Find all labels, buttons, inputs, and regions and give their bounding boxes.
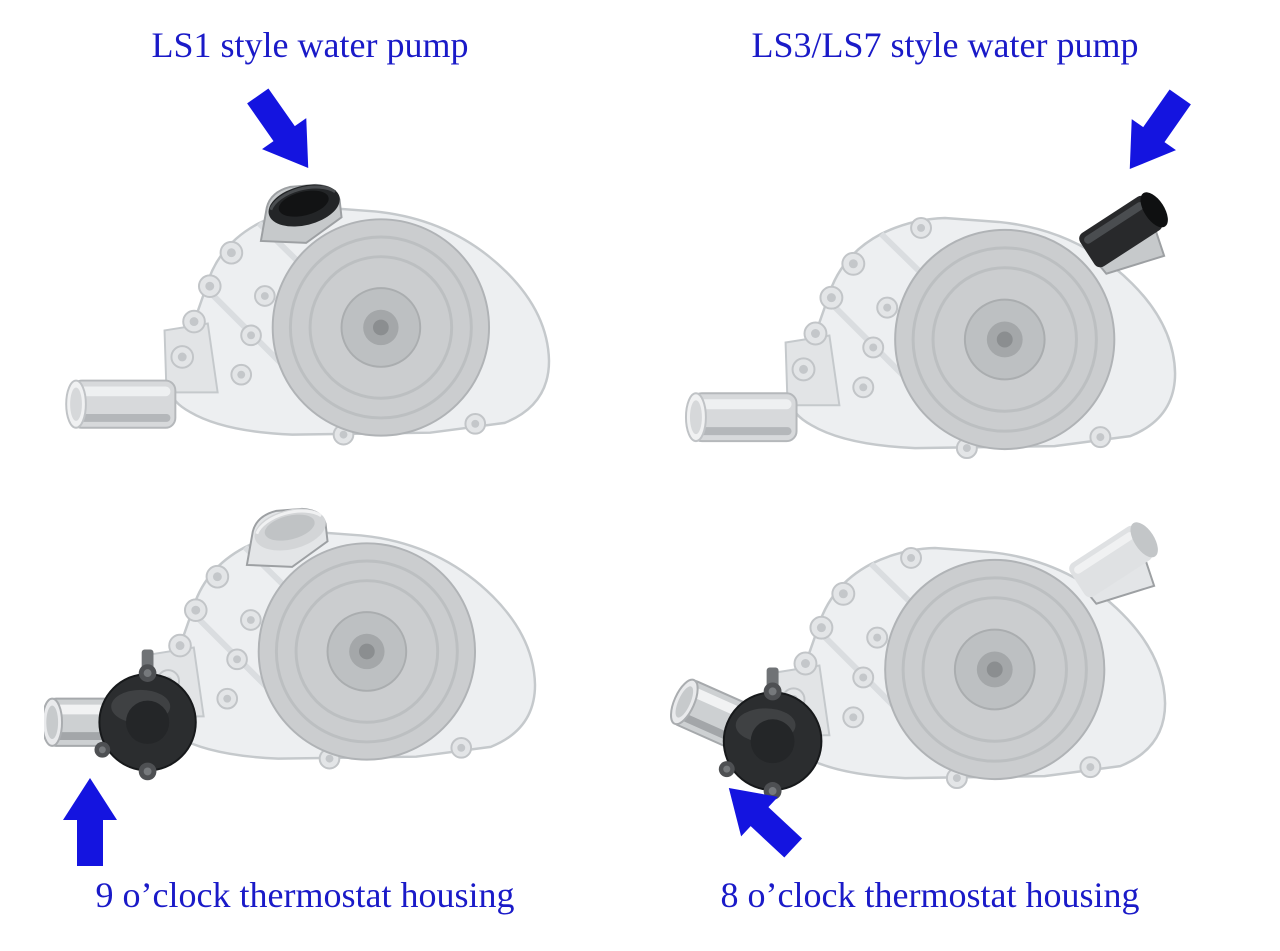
ls1-water-pump-image xyxy=(65,178,570,473)
arrow-ls3-inlet-icon xyxy=(1107,81,1203,185)
caption-ls1-water-pump: LS1 style water pump xyxy=(151,25,469,65)
caption-8-oclock-thermostat: 8 o’clock thermostat housing xyxy=(720,875,1140,915)
arrow-9-oclock-housing-icon xyxy=(63,778,117,866)
arrow-8-oclock-housing-icon xyxy=(710,768,812,868)
nine-oclock-thermostat-image xyxy=(44,502,556,782)
ls3-ls7-water-pump-image xyxy=(684,188,1196,487)
caption-9-oclock-thermostat: 9 o’clock thermostat housing xyxy=(95,875,515,915)
caption-ls3-ls7-water-pump: LS3/LS7 style water pump xyxy=(751,25,1139,65)
arrow-ls1-inlet-icon xyxy=(235,80,331,184)
